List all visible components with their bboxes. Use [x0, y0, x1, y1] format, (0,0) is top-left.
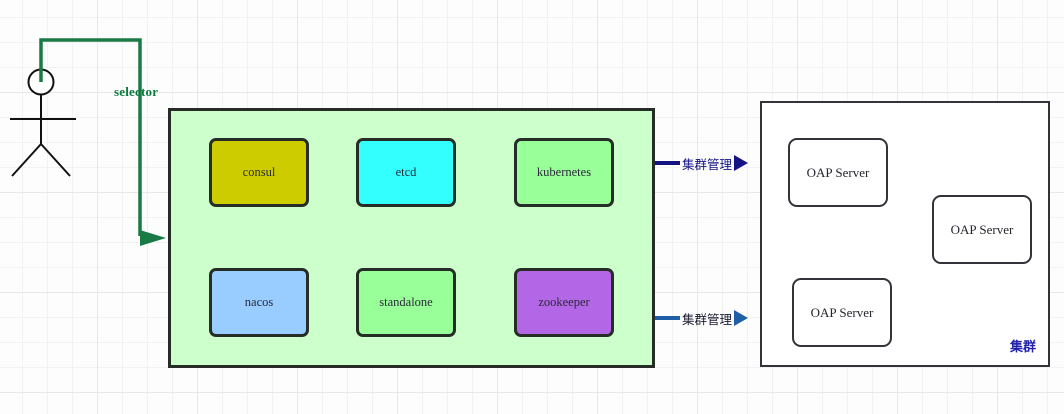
registry-box-kubernetes[interactable]: kubernetes: [514, 138, 614, 207]
oap-server-label: OAP Server: [810, 304, 874, 320]
registry-box-nacos[interactable]: nacos: [209, 268, 309, 337]
oap-server-node-3[interactable]: OAP Server: [792, 278, 892, 347]
cluster-management-arrow-bottom[interactable]: 集群管理: [655, 306, 749, 330]
registry-box-label: nacos: [244, 295, 274, 309]
registry-box-label: consul: [242, 165, 276, 179]
cluster-management-arrow-label: 集群管理: [682, 312, 733, 327]
selector-edge-path: [39, 38, 142, 236]
oap-server-node-1[interactable]: OAP Server: [788, 138, 888, 207]
cluster-management-arrow-top[interactable]: 集群管理: [655, 151, 749, 175]
oap-server-label: OAP Server: [950, 221, 1014, 237]
oap-server-label: OAP Server: [806, 164, 870, 180]
registry-box-consul[interactable]: consul: [209, 138, 309, 207]
arrow-head-icon: [734, 155, 749, 171]
selector-edge-label: selector: [114, 84, 159, 99]
selector-arrowhead-icon: [140, 230, 166, 246]
selector-edge[interactable]: [34, 34, 182, 254]
oap-server-node-2[interactable]: OAP Server: [932, 195, 1032, 264]
registry-box-label: kubernetes: [536, 165, 592, 179]
arrow-head-icon: [734, 310, 749, 326]
cluster-coordinator-group[interactable]: consul etcd kubernetes nacos standalone …: [168, 108, 655, 368]
arrow-line: [655, 161, 680, 165]
registry-box-label: etcd: [395, 165, 417, 179]
arrow-line: [655, 316, 680, 320]
registry-box-label: standalone: [379, 295, 433, 309]
cluster-caption-label: 集群: [1009, 339, 1036, 354]
actor-left-leg-line: [11, 143, 42, 177]
actor-right-leg-line: [40, 143, 71, 177]
cluster-management-arrow-label: 集群管理: [682, 157, 733, 172]
cluster-panel[interactable]: OAP Server OAP Server OAP Server 集群: [760, 101, 1050, 367]
registry-box-label: zookeeper: [538, 295, 590, 309]
registry-box-zookeeper[interactable]: zookeeper: [514, 268, 614, 337]
registry-box-etcd[interactable]: etcd: [356, 138, 456, 207]
registry-box-standalone[interactable]: standalone: [356, 268, 456, 337]
